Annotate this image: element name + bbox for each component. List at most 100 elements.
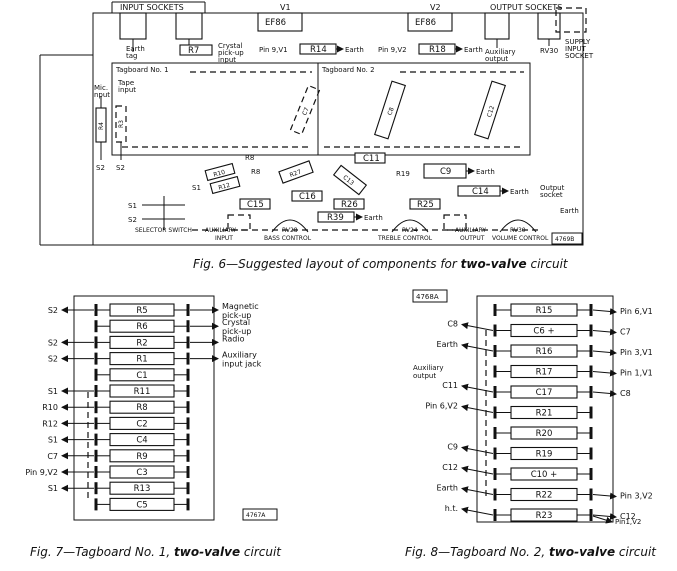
fig8-aux-output-2: output — [413, 372, 436, 380]
v2-label: V2 — [430, 3, 441, 12]
fig8-right-label: Pin 3,V1 — [620, 348, 653, 357]
fig7-right-label: Radio — [222, 334, 245, 343]
r26-label: R26 — [341, 200, 358, 210]
fig7-right-label-2: input jack — [222, 360, 262, 369]
fig8-right-label: Pin 1,V1 — [620, 369, 653, 378]
rv24-label: RV24 — [402, 227, 418, 234]
c15-capacitor — [239, 198, 271, 210]
aux-output-bottom-1: AUXILIARY — [455, 227, 486, 234]
r25-resistor — [409, 198, 441, 210]
r18-label: R18 — [429, 45, 446, 55]
r12-label: R12 — [218, 182, 231, 192]
fig7-right-label: Crystal — [222, 318, 250, 327]
aux-input-label-2: INPUT — [215, 235, 233, 242]
supply-socket-outline — [555, 7, 587, 33]
fig7-left-label: S2 — [48, 355, 58, 364]
fig7-component-label: R8 — [136, 403, 147, 413]
r7-resistor — [179, 44, 213, 56]
selector-switch-label: SELECTOR SWITCH — [135, 227, 192, 234]
c15-label: C15 — [247, 200, 264, 210]
ef86-v2-label: EF86 — [415, 18, 436, 28]
fig7-component-label: R2 — [136, 338, 147, 348]
tagboard2-outline — [317, 62, 531, 156]
tagboard2-label: Tagboard No. 2 — [321, 66, 375, 74]
s2-a-label: S2 — [96, 164, 105, 172]
c8-capacitor — [373, 80, 407, 140]
ef86-v1-label: EF86 — [265, 18, 286, 28]
treble-control-label: TREBLE CONTROL — [377, 235, 433, 242]
input-socket-1 — [119, 12, 147, 40]
r26-resistor — [333, 198, 365, 210]
r7-label: R7 — [188, 46, 199, 56]
fig8-left-label: C12 — [442, 463, 458, 472]
aux-output-bottom-2: OUTPUT — [460, 235, 485, 242]
c7-capacitor — [289, 84, 321, 136]
c12-capacitor — [473, 80, 507, 140]
aux-output-label-2: output — [485, 55, 508, 63]
earth-tag-label-1: Earth — [126, 45, 145, 53]
fig8-pin1v2: Pin1,V2 — [615, 518, 641, 526]
fig8-aux-output-1: Auxiliary — [413, 364, 444, 372]
aux-output-socket — [484, 12, 510, 40]
fig7-left-label: S1 — [48, 436, 58, 445]
r14-label: R14 — [310, 45, 327, 55]
fig8-component-label: R16 — [536, 347, 553, 357]
fig6-layout: INPUT SOCKETS V1 V2 OUTPUT SOCKETS Earth… — [39, 1, 594, 271]
tagboard1-label: Tagboard No. 1 — [115, 66, 169, 74]
aux-output-front — [443, 214, 467, 231]
fig8-component-label: R17 — [536, 368, 553, 378]
crystal-label-3: input — [218, 56, 236, 64]
fig8-component-label: R19 — [536, 450, 553, 460]
fig8-left-label: C8 — [447, 320, 458, 329]
fig7-component-label: C5 — [136, 500, 147, 510]
aux-output-label-1: Auxiliary — [485, 48, 516, 56]
fig8-component-label: R21 — [536, 409, 553, 419]
fig7-left-label: C7 — [47, 452, 58, 461]
pin9v1-label: Pin 9,V1 — [259, 46, 288, 54]
fig8-component-label: R23 — [536, 511, 553, 521]
r3-label: R3 — [118, 120, 125, 128]
rv30-pot — [499, 219, 537, 233]
rv30-top-label: RV30 — [540, 47, 558, 55]
v1-label: V1 — [280, 3, 291, 12]
fig7-left-label: R12 — [42, 419, 58, 428]
pin9v2-label: Pin 9,V2 — [378, 46, 407, 54]
fig7-left-label: S1 — [48, 387, 58, 396]
fig8-right-label: C12 — [620, 512, 636, 521]
aux-input-label-1: AUXILIARY — [205, 227, 236, 234]
fig7-left-label: S2 — [48, 306, 58, 315]
fig8-left-label: C11 — [442, 381, 458, 390]
fig7-right-label: Auxiliary — [222, 351, 257, 360]
rv30-top — [537, 12, 561, 40]
fig7-right-label: Magnetic — [222, 302, 259, 311]
fig7-component-label: R11 — [134, 387, 151, 397]
r27-resistor — [278, 160, 314, 184]
r27-label: R27 — [289, 168, 303, 179]
rv30-bottom-label: RV30 — [510, 227, 526, 234]
rv24-pot — [391, 219, 429, 233]
c14-label: C14 — [472, 187, 489, 197]
c16-label: C16 — [299, 192, 316, 202]
fig7-component-label: R6 — [136, 322, 147, 332]
earth-tag-label-2: tag — [126, 52, 137, 60]
bass-control-label: BASS CONTROL — [264, 235, 312, 242]
fig8-left-label: C9 — [447, 443, 458, 452]
fig7-left-label: S1 — [48, 484, 58, 493]
r19-label: R19 — [396, 170, 410, 178]
input-sockets-label: INPUT SOCKETS — [120, 3, 184, 12]
fig8-right-label: Pin 6,V1 — [620, 307, 653, 316]
r39-label: R39 — [327, 213, 344, 223]
fig6-caption: Fig. 6—Suggested layout of components fo… — [193, 257, 569, 271]
earth-c9-label: Earth — [476, 168, 495, 176]
fig8-right-label: C7 — [620, 328, 631, 337]
s2-switch-label: S2 — [128, 216, 137, 224]
rv28-pot — [271, 219, 309, 233]
fig7-caption: Fig. 7—Tagboard No. 1, two-valve circuit — [30, 545, 282, 559]
c8-label: C8 — [387, 106, 396, 116]
earth-c14-label: Earth — [510, 188, 529, 196]
fig8-right-label: Pin 3,V2 — [620, 492, 653, 501]
c11-capacitor — [354, 152, 386, 164]
